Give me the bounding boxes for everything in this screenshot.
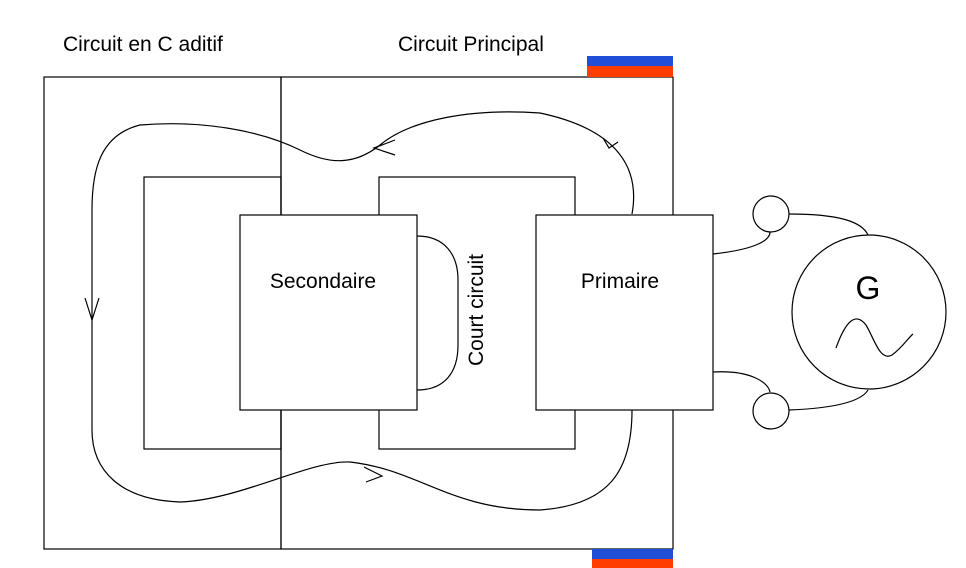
- top-band-blue: [587, 56, 673, 66]
- additive-circuit-title: Circuit en C aditif: [63, 33, 223, 56]
- bottom-band-red: [592, 559, 673, 568]
- short-circuit-label: Court circuit: [465, 254, 488, 366]
- arrow-top-left-icon: [372, 139, 396, 156]
- sine-wave-icon: [835, 318, 914, 357]
- top-band-red: [587, 66, 673, 77]
- wire-top: [712, 231, 771, 255]
- arrow-top-right-icon: [602, 137, 619, 149]
- generator-label: G: [856, 270, 881, 306]
- generator-wiring: [712, 195, 869, 430]
- bottom-color-band: [592, 549, 673, 568]
- top-terminal: [752, 195, 790, 233]
- arrow-left-down-icon: [84, 297, 100, 322]
- secondary-box: [239, 214, 418, 411]
- bottom-terminal: [752, 392, 790, 430]
- short-circuit-loop: [416, 235, 459, 391]
- primary-winding: Primaire: [535, 214, 714, 411]
- generator-circle: [791, 234, 947, 390]
- generator: G: [791, 234, 947, 390]
- wire-bottom-to-gen: [788, 389, 869, 411]
- arrow-bottom-right-icon: [363, 466, 384, 483]
- secondary-label: Secondaire: [270, 270, 376, 293]
- wire-bottom: [712, 371, 771, 393]
- primary-box: [535, 214, 714, 411]
- top-color-band: [587, 56, 673, 77]
- secondary-winding: Secondaire: [239, 214, 418, 411]
- flux-loop-path: [91, 111, 635, 511]
- wire-top-to-gen: [788, 213, 869, 236]
- primary-label: Primaire: [581, 270, 659, 293]
- main-circuit-title: Circuit Principal: [398, 33, 544, 56]
- bottom-band-blue: [592, 549, 673, 559]
